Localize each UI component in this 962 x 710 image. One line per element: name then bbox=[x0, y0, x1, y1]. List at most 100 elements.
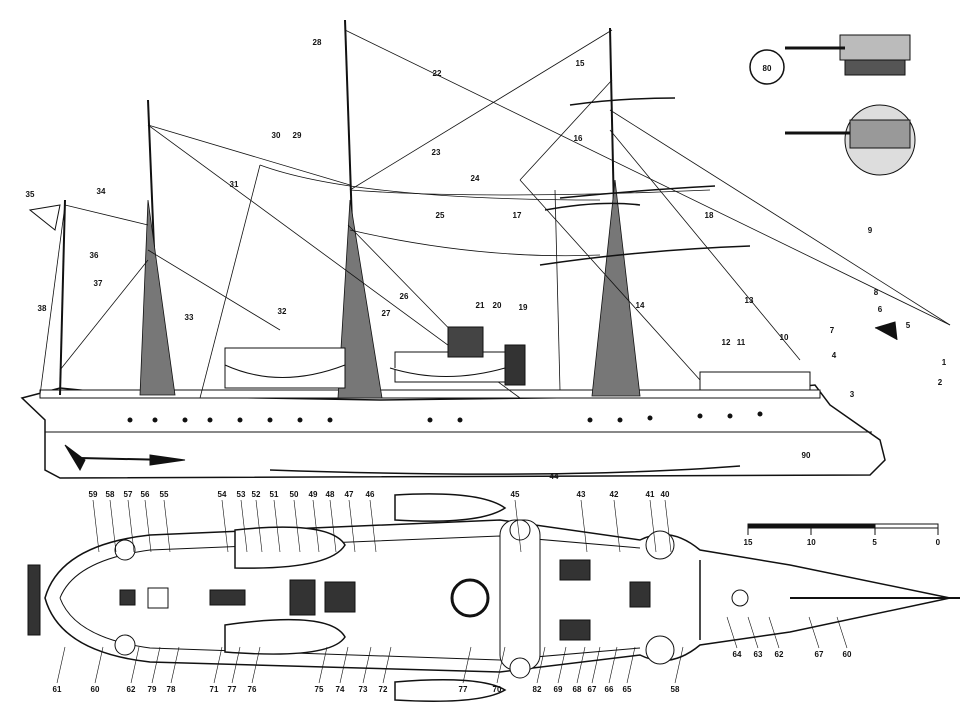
leader-line bbox=[576, 646, 586, 684]
callout-label: 41 bbox=[646, 490, 655, 499]
callout-label: 44 bbox=[550, 472, 559, 481]
callout-label: 29 bbox=[293, 131, 302, 140]
callout-label: 5 bbox=[872, 538, 877, 547]
callout-label: 47 bbox=[345, 490, 354, 499]
callout-label: 23 bbox=[432, 148, 441, 157]
callout-label: 2 bbox=[938, 378, 943, 387]
rudder bbox=[149, 454, 186, 466]
callout-label: 77 bbox=[228, 685, 237, 694]
leader-line bbox=[382, 646, 392, 684]
gun-turrets bbox=[114, 519, 675, 679]
portholes bbox=[127, 411, 763, 423]
callout-label: 14 bbox=[636, 301, 645, 310]
leader-line bbox=[608, 646, 618, 684]
gratings bbox=[119, 559, 651, 641]
callout-label: 78 bbox=[167, 685, 176, 694]
shrouds bbox=[139, 179, 641, 399]
callout-label: 15 bbox=[744, 538, 753, 547]
leader-line bbox=[240, 499, 248, 553]
callout-label: 90 bbox=[802, 451, 811, 460]
leader-line bbox=[312, 499, 320, 553]
scale-bar bbox=[747, 523, 939, 535]
leader-line bbox=[92, 499, 100, 553]
sails-furled bbox=[539, 97, 751, 266]
callout-label: 65 bbox=[623, 685, 632, 694]
callout-label: 66 bbox=[605, 685, 614, 694]
detail-badge: 80 bbox=[763, 64, 772, 73]
capstan bbox=[731, 589, 749, 607]
leader-line bbox=[557, 646, 567, 684]
leader-line bbox=[293, 499, 301, 553]
callout-label: 54 bbox=[218, 490, 227, 499]
callout-label: 75 bbox=[315, 685, 324, 694]
inner-bulwark bbox=[59, 535, 641, 661]
callout-label: 35 bbox=[26, 190, 35, 199]
callout-label: 50 bbox=[290, 490, 299, 499]
callout-label: 11 bbox=[737, 338, 746, 347]
callout-label: 28 bbox=[313, 38, 322, 47]
callout-label: 37 bbox=[94, 279, 103, 288]
callout-label: 21 bbox=[476, 301, 485, 310]
callout-label: 20 bbox=[493, 301, 502, 310]
callout-label: 34 bbox=[97, 187, 106, 196]
callout-label: 62 bbox=[775, 650, 784, 659]
leader-line bbox=[580, 499, 588, 553]
callout-label: 82 bbox=[533, 685, 542, 694]
callout-label: 61 bbox=[53, 685, 62, 694]
leader-line bbox=[127, 499, 135, 553]
leader-line bbox=[613, 499, 621, 553]
leader-line bbox=[664, 499, 672, 553]
callout-label: 13 bbox=[745, 296, 754, 305]
leader-line bbox=[231, 646, 241, 684]
leader-line bbox=[836, 616, 848, 649]
callout-label: 45 bbox=[511, 490, 520, 499]
leader-line bbox=[591, 646, 601, 684]
leader-line bbox=[130, 646, 140, 684]
leader-line bbox=[536, 646, 546, 684]
gun-detail: 80 bbox=[749, 34, 916, 176]
callout-label: 24 bbox=[471, 174, 480, 183]
leader-line bbox=[514, 499, 522, 553]
leader-line bbox=[462, 646, 472, 684]
leader-line bbox=[170, 646, 180, 684]
callout-label: 53 bbox=[237, 490, 246, 499]
top-view bbox=[27, 493, 960, 702]
callout-label: 67 bbox=[815, 650, 824, 659]
callout-label: 19 bbox=[519, 303, 528, 312]
leader-line bbox=[144, 499, 152, 553]
callout-label: 52 bbox=[252, 490, 261, 499]
detail-badge-circle bbox=[749, 49, 785, 85]
callout-label: 3 bbox=[850, 390, 855, 399]
keel-line bbox=[269, 465, 741, 475]
leader-line bbox=[496, 646, 506, 684]
callout-label: 33 bbox=[185, 313, 194, 322]
callout-label: 58 bbox=[106, 490, 115, 499]
leader-line bbox=[318, 646, 328, 684]
callout-label: 10 bbox=[780, 333, 789, 342]
callout-label: 40 bbox=[661, 490, 670, 499]
callout-label: 48 bbox=[326, 490, 335, 499]
leader-line bbox=[94, 646, 104, 684]
callout-label: 26 bbox=[400, 292, 409, 301]
callout-label: 58 bbox=[671, 685, 680, 694]
callout-label: 1 bbox=[942, 358, 947, 367]
callout-label: 79 bbox=[148, 685, 157, 694]
leader-line bbox=[163, 499, 171, 553]
deckhouses bbox=[224, 326, 811, 391]
leader-line bbox=[273, 499, 281, 553]
callout-label: 7 bbox=[830, 326, 835, 335]
callout-label: 46 bbox=[366, 490, 375, 499]
callout-label: 5 bbox=[906, 321, 911, 330]
leader-line bbox=[726, 616, 738, 649]
callout-label: 31 bbox=[230, 180, 239, 189]
callout-label: 60 bbox=[91, 685, 100, 694]
leader-line bbox=[221, 499, 229, 553]
callout-label: 49 bbox=[309, 490, 318, 499]
callout-label: 16 bbox=[574, 134, 583, 143]
callout-label: 12 bbox=[722, 338, 731, 347]
leader-line bbox=[339, 646, 349, 684]
callout-label: 67 bbox=[588, 685, 597, 694]
callout-label: 72 bbox=[379, 685, 388, 694]
